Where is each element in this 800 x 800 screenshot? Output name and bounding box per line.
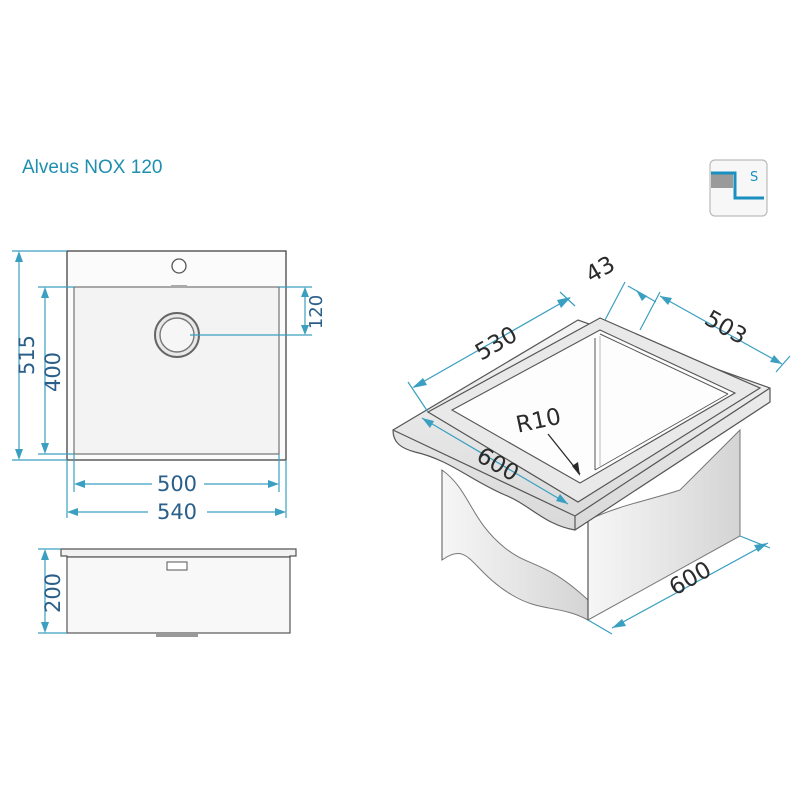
sink-side-flange <box>60 548 297 558</box>
badge-sink-block <box>711 173 733 188</box>
sink-bowl-inner <box>594 333 729 470</box>
page-title: Alveus NOX 120 <box>22 157 163 178</box>
dim-drain-offset: 120 <box>306 295 327 329</box>
overflow-slot <box>171 285 187 288</box>
tap-hole <box>171 258 187 274</box>
dim-width-inner: 500 <box>157 472 197 496</box>
side-view: 200 <box>38 548 297 637</box>
dim-height-inner: 400 <box>41 352 65 392</box>
overflow-outlet <box>166 561 188 571</box>
top-view: 515 400 120 500 540 <box>12 250 327 524</box>
dim-height-outer: 515 <box>15 335 39 375</box>
drain-inner <box>159 317 195 353</box>
sink-bowl-opening <box>450 329 737 484</box>
badge-letter: S <box>750 170 758 185</box>
dim-width-outer: 540 <box>157 500 197 524</box>
dim-width-top: 503 <box>700 306 751 350</box>
dim-rim: 43 <box>581 251 619 288</box>
drain-outlet <box>156 633 198 637</box>
isometric-view: 530 43 503 R10 600 600 <box>392 251 791 635</box>
dim-depth: 200 <box>41 573 65 613</box>
installation-type-icon <box>711 171 764 200</box>
cabinet-side-panel <box>587 428 741 621</box>
installation-type-badge: S <box>709 159 768 217</box>
